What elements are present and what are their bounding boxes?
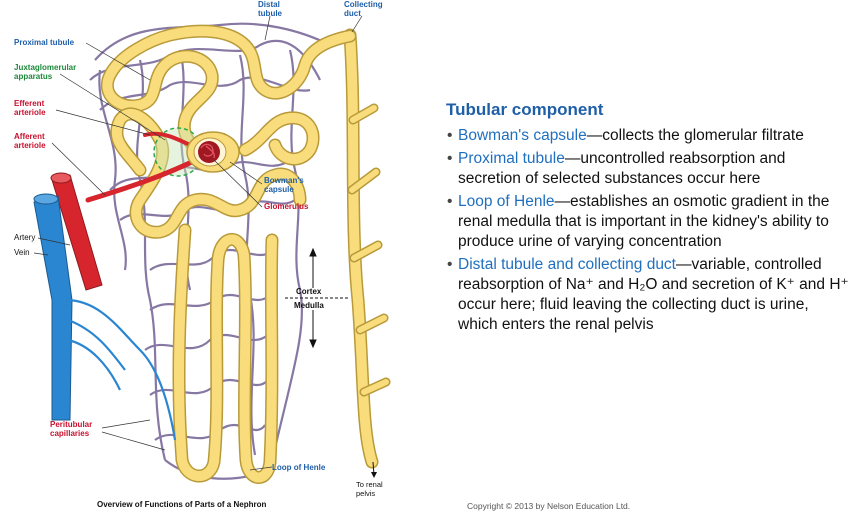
copyright-notice: Copyright © 2013 by Nelson Education Ltd… <box>467 501 631 511</box>
label-medulla: Medulla <box>294 301 324 310</box>
label-cortex: Cortex <box>296 287 322 296</box>
desc-distal-collecting: —variable, controlled reabsorption of Na… <box>458 256 849 333</box>
glomerulus <box>198 141 220 163</box>
list-item-distal-collecting: Distal tubule and collecting duct—variab… <box>446 255 851 335</box>
label-proximal-tubule: Proximal tubule <box>14 38 75 47</box>
desc-loop-of-henle: —establishes an osmotic gradient in the … <box>458 193 830 250</box>
label-afferent-arteriole: Afferent arteriole <box>14 132 46 150</box>
list-item-proximal-tubule: Proximal tubule—uncontrolled reabsorptio… <box>446 149 851 189</box>
term-distal-collecting: Distal tubule and collecting duct <box>458 256 676 273</box>
nephron-diagram <box>33 15 391 484</box>
list-item-bowmans-capsule: Bowman's capsule—collects the glomerular… <box>446 126 851 146</box>
tubular-component-panel: Tubular component Bowman's capsule—colle… <box>446 100 851 338</box>
label-to-renal-pelvis: To renal pelvis <box>356 480 383 498</box>
artery <box>50 172 103 291</box>
vein <box>33 193 177 441</box>
diagram-caption: Overview of Functions of Parts of a Neph… <box>97 500 267 509</box>
label-vein: Vein <box>14 248 30 257</box>
label-loop-of-henle: Loop of Henle <box>272 463 326 472</box>
collecting-duct <box>341 28 391 478</box>
term-proximal-tubule: Proximal tubule <box>458 150 565 167</box>
function-list: Bowman's capsule—collects the glomerular… <box>446 126 851 335</box>
list-item-loop-of-henle: Loop of Henle—establishes an osmotic gra… <box>446 192 851 252</box>
cortex-medulla-divider <box>285 247 350 349</box>
label-glomerulus: Glomerulus <box>264 202 309 211</box>
tubules <box>100 24 357 484</box>
term-bowmans-capsule: Bowman's capsule <box>458 127 587 144</box>
label-juxtaglomerular-apparatus: Juxtaglomerular apparatus <box>14 63 77 81</box>
panel-heading: Tubular component <box>446 100 604 119</box>
leader-lines <box>33 15 363 471</box>
label-bowmans-capsule: Bowman's capsule <box>264 176 304 194</box>
label-efferent-arteriole: Efferent arteriole <box>14 99 46 117</box>
label-peritubular-capillaries: Peritubular capillaries <box>50 420 93 438</box>
afferent-arteriole <box>85 155 203 203</box>
desc-bowmans-capsule: —collects the glomerular filtrate <box>586 127 804 144</box>
label-artery: Artery <box>14 233 36 242</box>
desc-proximal-tubule: —uncontrolled reabsorption and secretion… <box>458 150 786 187</box>
term-loop-of-henle: Loop of Henle <box>458 193 555 210</box>
label-distal-tubule: Distal tubule <box>258 0 282 18</box>
label-collecting-duct: Collecting duct <box>344 0 383 18</box>
